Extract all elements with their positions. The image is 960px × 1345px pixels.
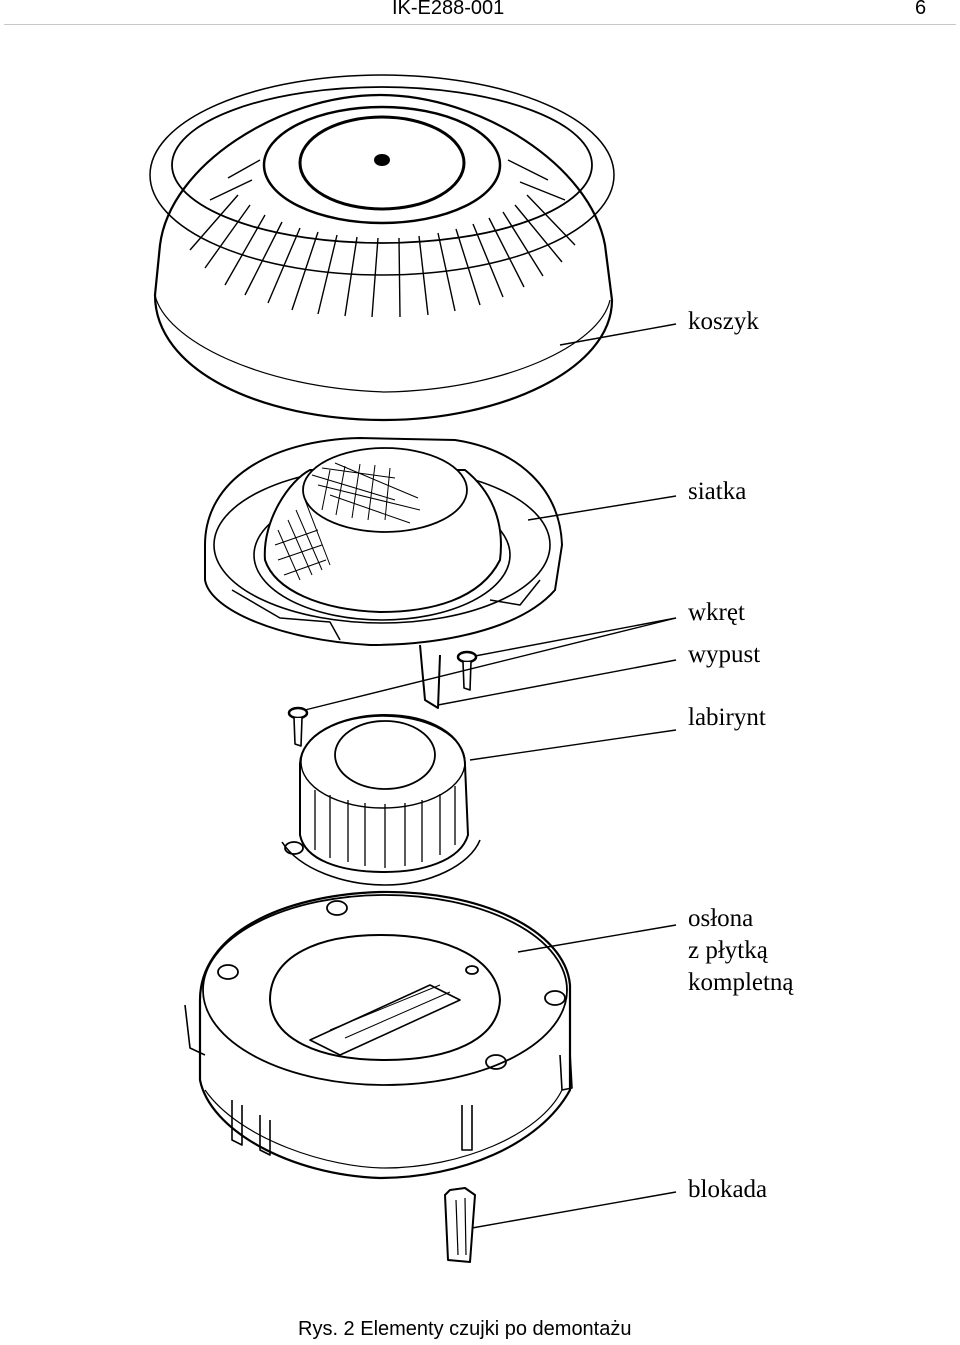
- label-labirynt: labirynt: [688, 704, 766, 731]
- leader-oslona: [517, 924, 677, 953]
- koszyk-slats: [189, 159, 576, 318]
- siatka-mesh: [204, 437, 563, 709]
- label-oslona-line-3: kompletną: [688, 969, 794, 996]
- oslona-studs: [217, 900, 566, 1070]
- label-koszyk: koszyk: [688, 308, 759, 335]
- leader-labirynt: [469, 729, 677, 761]
- labirynt-labyrinth: [281, 714, 481, 886]
- header-divider: [4, 24, 956, 25]
- leader-wkret-1: [474, 617, 677, 657]
- leader-blokada: [471, 1191, 677, 1229]
- leader-koszyk: [559, 323, 677, 346]
- label-wkret: wkręt: [688, 599, 745, 626]
- koszyk-cover: [149, 74, 615, 422]
- leader-siatka: [527, 495, 677, 521]
- document-code: IK-E288-001: [392, 0, 505, 19]
- label-oslona-line-2: z płytką: [688, 937, 768, 964]
- label-blokada: blokada: [688, 1176, 768, 1203]
- oslona-base: [184, 890, 573, 1180]
- figure-caption: Rys. 2 Elementy czujki po demontażu: [298, 1318, 632, 1340]
- label-wypust: wypust: [688, 641, 761, 668]
- leader-wypust: [437, 659, 677, 706]
- leader-wkret-2: [304, 617, 677, 711]
- page-number: 6: [915, 0, 927, 19]
- label-oslona-line-1: osłona: [688, 905, 754, 932]
- oslona-tabs: [184, 1004, 573, 1156]
- labirynt-ribs: [314, 786, 456, 868]
- leader-lines: [304, 323, 677, 1229]
- label-siatka: siatka: [688, 478, 747, 505]
- blokada-lock: [444, 1187, 476, 1263]
- siatka-net-lines: [274, 462, 421, 581]
